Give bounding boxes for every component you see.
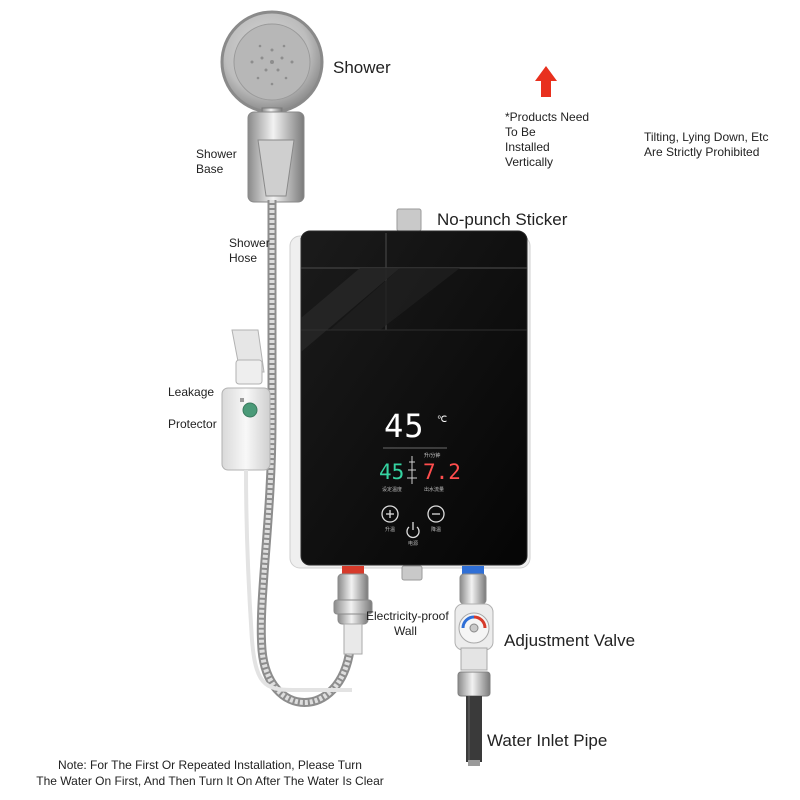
display-flow-unit: 升/分钟 [424, 453, 441, 459]
label-leakage: Leakage [168, 385, 215, 399]
label-shower: Shower [333, 58, 391, 77]
no-punch-sticker [396, 208, 422, 232]
hot-water-outlet [333, 566, 373, 655]
label-electricity-proof-wall: Electricity-proof Wall [366, 609, 449, 638]
display-flow-rate: 7.2 [423, 460, 461, 484]
label-water-inlet-pipe: Water Inlet Pipe [487, 731, 608, 750]
footer-note: Note: For The First Or Repeated Installa… [36, 758, 384, 788]
display-flow-label: 出水流量 [424, 487, 445, 493]
minus-icon [427, 505, 445, 523]
minus-button-label: 降温 [431, 527, 442, 533]
label-adjustment-valve: Adjustment Valve [504, 631, 636, 650]
flow-indicator-icon [407, 456, 417, 484]
display-main-temperature: 45 [384, 407, 425, 445]
bottom-bracket [401, 565, 423, 581]
label-shower-base: Shower Base [196, 147, 237, 176]
install-warning: Tilting, Lying Down, Etc Are Strictly Pr… [644, 130, 769, 159]
plus-icon [381, 505, 399, 523]
label-shower-hose: Shower Hose [229, 236, 270, 265]
label-protector: Protector [168, 417, 217, 431]
display-temperature-unit: ℃ [437, 414, 448, 424]
shower-base [247, 111, 305, 203]
shower-spray-icon [250, 44, 294, 86]
up-arrow-icon [535, 66, 557, 97]
water-inlet-pipe [466, 696, 482, 766]
shower-hose [256, 200, 355, 707]
install-notice: *Products Need To Be Installed Verticall… [505, 110, 590, 169]
plus-button-label: 升温 [385, 527, 396, 533]
display-set-temp-label: 设定温度 [382, 487, 403, 493]
leakage-protector [221, 329, 352, 692]
label-no-punch-sticker: No-punch Sticker [437, 210, 568, 229]
power-button-label: 电源 [408, 541, 419, 547]
display-set-temperature: 45 [379, 460, 405, 484]
water-heater-body [289, 230, 531, 569]
power-icon [406, 522, 420, 539]
adjustment-valve [454, 566, 494, 697]
